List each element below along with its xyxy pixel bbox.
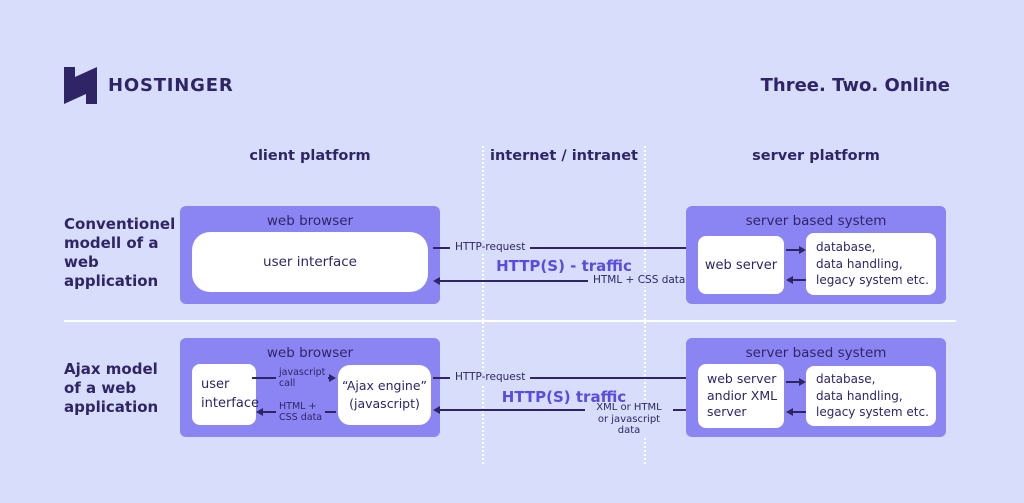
row-divider-line: [64, 320, 956, 322]
box-backend-conventional: database, data handling, legacy system e…: [806, 233, 936, 295]
panel-title-server-based-system-ajax: server based system: [745, 345, 887, 361]
panel-title-server-based-system: server based system: [745, 213, 887, 229]
arrow-line-server-left-r1: [793, 279, 806, 281]
arrowhead-server-right-r1: [799, 246, 806, 254]
box-user-interface-conventional: user interface: [192, 232, 428, 292]
row-label-conventional: Conventionel modell of a web application: [64, 215, 176, 290]
arrow-line-http-request-r2: [433, 377, 690, 379]
arrowhead-left-xml-response-r2: [433, 406, 440, 414]
column-divider-dotted-left: [482, 146, 484, 464]
hostinger-h-icon: [64, 67, 97, 104]
brand-tagline: Three. Two. Online: [760, 75, 950, 96]
arrow-line-server-right-r1: [786, 249, 799, 251]
arrow-label-http-request-r2: HTTP-request: [450, 371, 531, 384]
arrowhead-server-left-r2: [786, 408, 793, 416]
arrow-line-server-right-r2: [786, 381, 799, 383]
row-label-ajax: Ajax model of a web application: [64, 360, 159, 416]
box-web-server-ajax: web server andior XML server: [698, 364, 784, 428]
arrow-line-http-request-r1: [433, 247, 690, 249]
box-backend-ajax: database, data handling, legacy system e…: [806, 366, 936, 426]
arrowhead-server-right-r2: [799, 378, 806, 386]
brand-logo: HOSTINGER: [64, 67, 234, 104]
arrowhead-html-css-ajax: [256, 408, 263, 416]
arrow-line-server-left-r2: [793, 411, 806, 413]
column-header-internet-intranet: internet / intranet: [490, 148, 638, 164]
box-user-interface-ajax: user interface: [192, 364, 259, 425]
box-ajax-engine: “Ajax engine” (javascript): [338, 365, 431, 425]
arrow-line-xml-response-r2: [440, 409, 697, 411]
arrow-label-html-css-r1: HTML + CSS data: [588, 274, 691, 287]
box-web-server-conventional: web server: [698, 236, 784, 294]
arrow-label-html-css-ajax: HTML + CSS data: [276, 401, 326, 423]
arrow-label-http-request-r1: HTTP-request: [450, 241, 531, 254]
label-https-traffic-r1: HTTP(S) - traffic: [496, 257, 632, 275]
arrow-line-html-css-r1: [440, 280, 697, 282]
column-header-client-platform: client platform: [249, 148, 371, 164]
arrowhead-js-call: [329, 374, 336, 382]
panel-title-web-browser: web browser: [266, 213, 354, 229]
panel-title-web-browser-ajax: web browser: [266, 345, 354, 361]
column-header-server-platform: server platform: [752, 148, 880, 164]
arrow-label-js-call: javascript call: [276, 367, 329, 389]
brand-name: HOSTINGER: [108, 75, 234, 96]
arrowhead-server-left-r1: [786, 276, 793, 284]
arrow-label-xml-response-r2: XML or HTML or javascript data: [585, 402, 673, 437]
column-divider-dotted-right: [644, 146, 646, 464]
arrowhead-left-html-css-r1: [433, 277, 440, 285]
label-https-traffic-r2: HTTP(S) traffic: [501, 388, 627, 406]
